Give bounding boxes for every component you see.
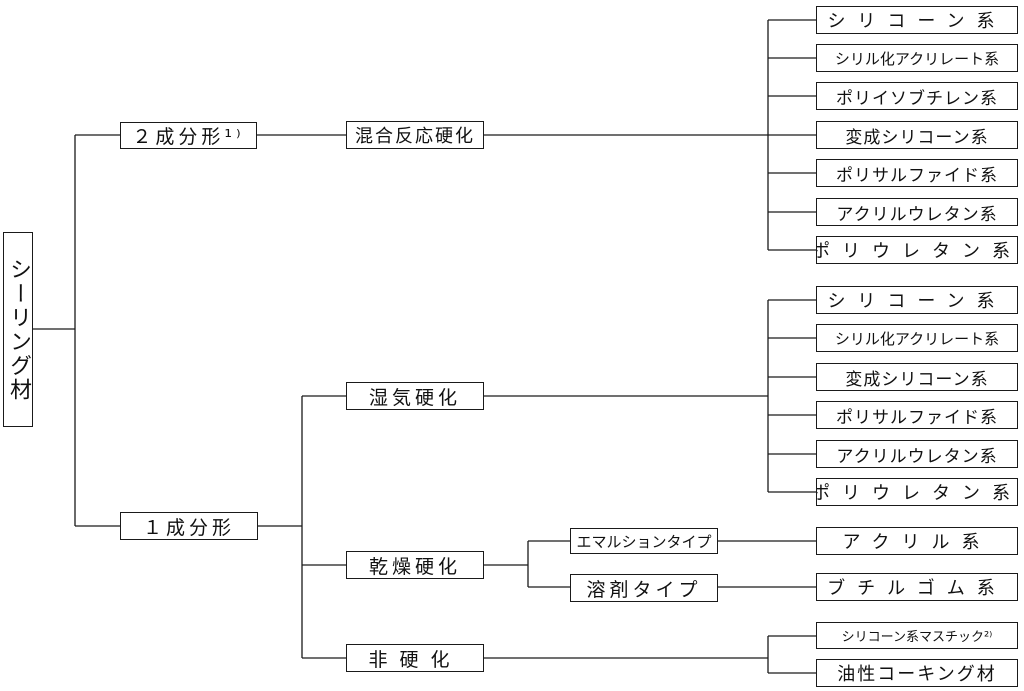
two-component-box: ２成分形¹⁾ — [120, 122, 257, 149]
one-component-box: １成分形 — [120, 512, 258, 540]
leaf-dry-butyl-rubber: ブチルゴム系 — [816, 573, 1018, 601]
leaf-label: ポリサルファイド系 — [836, 165, 998, 186]
leaf-mix-silyl-acrylate: シリル化アクリレート系 — [816, 44, 1018, 72]
non-cure-label: 非硬化 — [368, 648, 462, 671]
leaf-mix-silicone: シリコーン系 — [816, 6, 1018, 34]
leaf-label: シリコーン系 — [827, 11, 1007, 32]
leaf-moist-silyl-acrylate: シリル化アクリレート系 — [816, 324, 1018, 352]
leaf-mix-polysulfide: ポリサルファイド系 — [816, 159, 1018, 187]
leaf-label: 変成シリコーン系 — [845, 127, 989, 148]
leaf-moist-acrylic-urethane: アクリルウレタン系 — [816, 440, 1018, 468]
emulsion-type-label: エマルションタイプ — [576, 532, 712, 551]
leaf-mix-polyisobutylene: ポリイソブチレン系 — [816, 82, 1018, 110]
mix-reaction-cure-box: 混合反応硬化 — [346, 121, 484, 149]
emulsion-type-box: エマルションタイプ — [570, 528, 718, 554]
root-label: シーリング材 — [6, 257, 31, 402]
root-box: シーリング材 — [3, 232, 33, 427]
leaf-mix-polyurethane: ポリウレタン系 — [816, 236, 1018, 264]
leaf-label: シリル化アクリレート系 — [834, 49, 1000, 68]
leaf-label: ポリウレタン系 — [816, 483, 1018, 504]
leaf-mix-acrylic-urethane: アクリルウレタン系 — [816, 198, 1018, 226]
leaf-mix-modified-silicone: 変成シリコーン系 — [816, 121, 1018, 149]
dry-cure-box: 乾燥硬化 — [346, 551, 484, 579]
leaf-label: 変成シリコーン系 — [845, 369, 989, 390]
leaf-label: ポリイソブチレン系 — [836, 88, 998, 109]
solvent-type-box: 溶剤タイプ — [570, 574, 718, 602]
leaf-moist-polysulfide: ポリサルファイド系 — [816, 401, 1018, 429]
leaf-label: アクリルウレタン系 — [836, 204, 998, 225]
leaf-label: ポリサルファイド系 — [836, 407, 998, 428]
leaf-label: 油性コーキング材 — [837, 664, 997, 685]
leaf-nonset-silicone-mastic: シリコーン系マスチック²⁾ — [816, 622, 1018, 649]
one-component-label: １成分形 — [142, 516, 235, 539]
non-cure-box: 非硬化 — [346, 644, 484, 672]
moisture-cure-label: 湿気硬化 — [368, 386, 461, 409]
leaf-moist-polyurethane: ポリウレタン系 — [816, 478, 1018, 506]
leaf-moist-silicone: シリコーン系 — [816, 286, 1018, 314]
leaf-label: シリコーン系 — [827, 291, 1007, 312]
solvent-type-label: 溶剤タイプ — [586, 578, 702, 601]
leaf-label: ポリウレタン系 — [816, 241, 1018, 262]
mix-reaction-cure-label: 混合反応硬化 — [355, 126, 475, 147]
two-component-label: ２成分形¹⁾ — [132, 126, 245, 148]
leaf-dry-acrylic: アクリル系 — [816, 527, 1018, 555]
dry-cure-label: 乾燥硬化 — [368, 555, 461, 578]
leaf-label: ブチルゴム系 — [827, 578, 1007, 599]
leaf-label: シリコーン系マスチック²⁾ — [841, 630, 993, 645]
leaf-label: アクリルウレタン系 — [836, 446, 998, 467]
leaf-label: アクリル系 — [842, 532, 992, 553]
leaf-nonset-oil-caulk: 油性コーキング材 — [816, 659, 1018, 687]
leaf-moist-modified-silicone: 変成シリコーン系 — [816, 363, 1018, 391]
moisture-cure-box: 湿気硬化 — [346, 382, 484, 410]
leaf-label: シリル化アクリレート系 — [834, 329, 1000, 348]
